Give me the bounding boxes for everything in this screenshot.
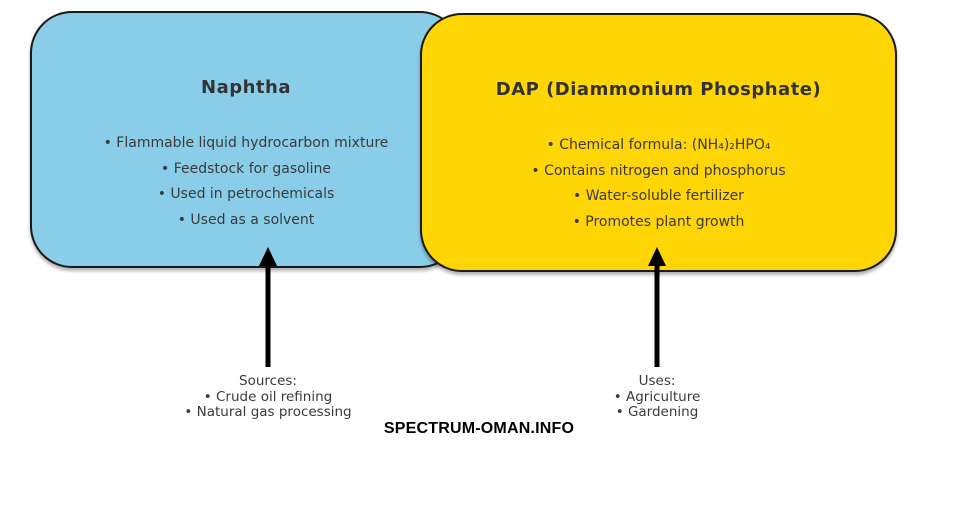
naphtha-title: Naphtha (201, 77, 291, 98)
naphtha-sources-annotation: Sources: • Crude oil refining • Natural … (118, 373, 418, 421)
naphtha-bullet: • Flammable liquid hydrocarbon mixture (103, 135, 389, 151)
sources-item: • Natural gas processing (184, 404, 352, 420)
up-arrow-icon (648, 247, 666, 367)
dap-title: DAP (Diammonium Phosphate) (495, 79, 822, 100)
uses-item: • Agriculture (613, 388, 701, 405)
sources-item: • Crude oil refining (203, 388, 333, 405)
dap-bullet: • Contains nitrogen and phosphorus (531, 162, 786, 179)
naphtha-bullet: • Feedstock for gasoline (160, 160, 331, 177)
dap-panel: DAP (Diammonium Phosphate) • Chemical fo… (420, 13, 897, 272)
up-arrow-icon (259, 247, 277, 367)
naphtha-panel: Naphtha • Flammable liquid hydrocarbon m… (30, 11, 462, 268)
uses-item: • Gardening (615, 404, 699, 420)
dap-uses-annotation: Uses: • Agriculture • Gardening (507, 373, 807, 421)
dap-bullet: • Water-soluble fertilizer (573, 188, 744, 204)
naphtha-bullet: • Used as a solvent (177, 211, 315, 228)
dap-bullet: • Promotes plant growth (572, 213, 745, 230)
naphtha-bullet-list: • Flammable liquid hydrocarbon mixture •… (32, 131, 460, 233)
dap-bullet: • Chemical formula: (NH₄)₂HPO₄ (546, 137, 771, 153)
sources-heading: Sources: (239, 373, 297, 389)
watermark: SPECTRUM-OMAN.INFO (383, 420, 575, 437)
uses-heading: Uses: (638, 373, 676, 389)
naphtha-bullet: • Used in petrochemicals (157, 186, 335, 202)
dap-bullet-list: • Chemical formula: (NH₄)₂HPO₄ • Contain… (422, 133, 895, 235)
